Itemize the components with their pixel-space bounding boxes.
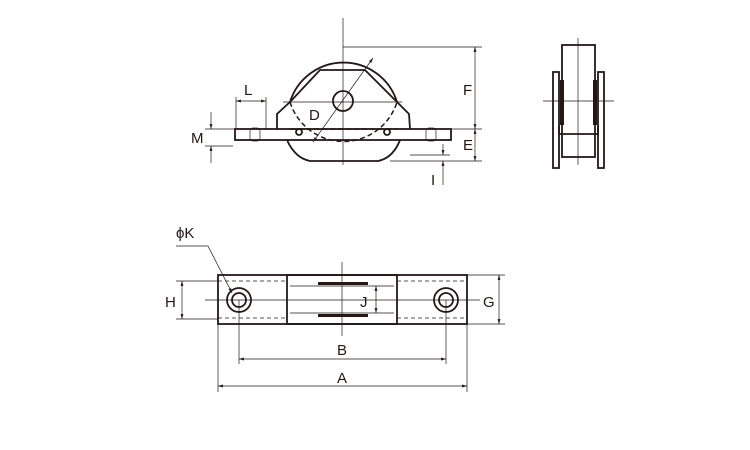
label-b: B [337,342,347,359]
label-l: L [244,82,252,99]
label-h: H [165,294,176,311]
flange-hole-right [425,127,437,142]
plan-view: ϕK H G J B A [165,225,505,392]
label-i: I [431,172,435,189]
label-g: G [483,294,495,311]
wheel-outline-visible [289,61,398,103]
flange-hole-left [249,127,261,142]
label-m: M [191,130,204,147]
dim-d [312,57,374,143]
label-j: J [360,294,368,311]
side-view [543,38,614,169]
wheel-outline-hidden [289,101,398,143]
label-e: E [463,137,473,154]
label-f: F [463,82,472,99]
bottom-housing [286,139,401,162]
label-a: A [337,370,347,387]
front-view: D F E I M L [191,18,482,189]
label-k: ϕK [176,225,194,242]
label-d: D [309,107,320,124]
